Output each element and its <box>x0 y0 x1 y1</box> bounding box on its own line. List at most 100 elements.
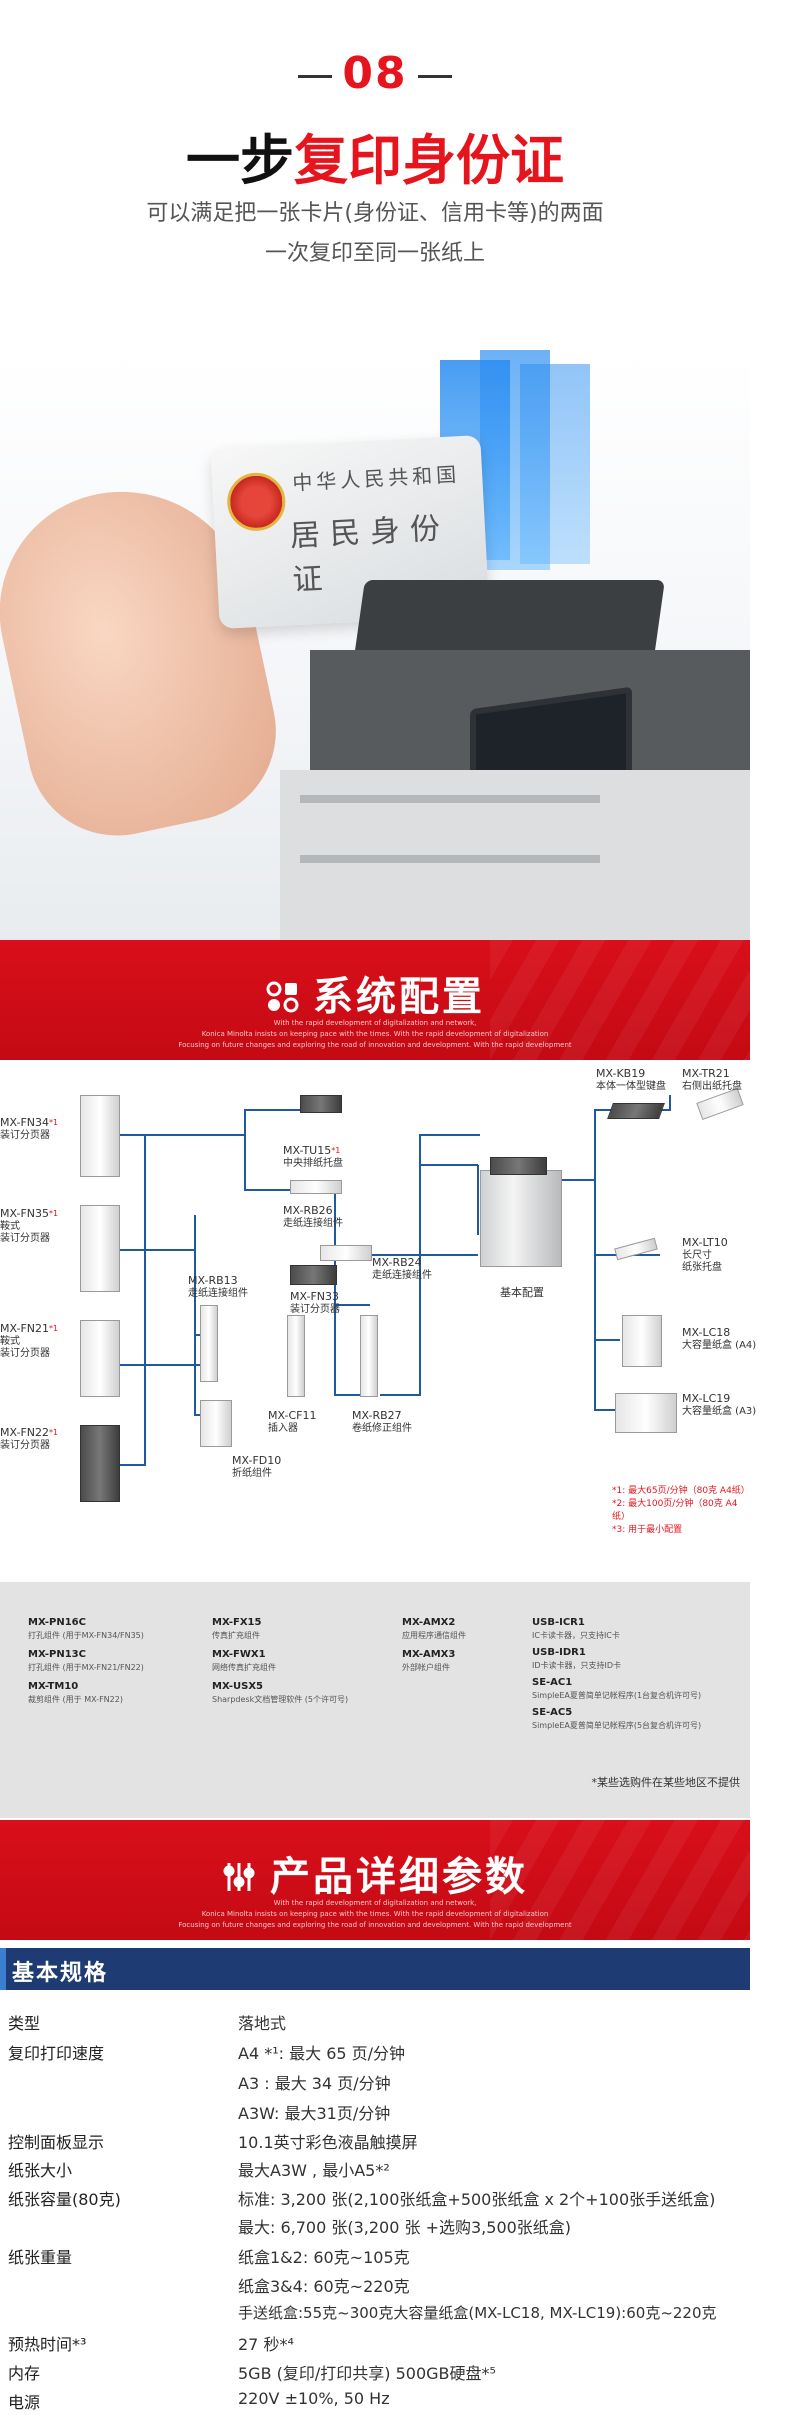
spec-label-memory: 内存 <box>8 2364 41 2383</box>
banner-title-row: 系统配置 <box>0 964 750 1022</box>
tray-lc19-image <box>615 1393 677 1433</box>
base-copier-image <box>480 1170 562 1267</box>
footnote: *2: 最大100页/分钟（80克 A4纸） <box>612 1499 738 1522</box>
spec-value: 220V ±10%, 50 Hz <box>238 2389 390 2408</box>
unit-rb27-image <box>360 1315 378 1397</box>
spec-value: 手送纸盒:55克~300克大容量纸盒(MX-LC18, MX-LC19):60克… <box>238 2304 717 2322</box>
finisher-fn22-image <box>80 1425 120 1502</box>
diagram-footnotes: *1: 最大65页/分钟（80克 A4纸） *2: 最大100页/分钟（80克 … <box>612 1485 750 1537</box>
copier-lid <box>355 580 665 650</box>
divider <box>417 74 452 78</box>
spec-label-paper-capacity: 纸张容量(80克) <box>8 2190 121 2209</box>
keyboard-kb19-image <box>607 1103 665 1119</box>
label-mx-fn21: MX-FN21*1 鞍式装订分页器 <box>0 1322 59 1360</box>
tray-lc18-image <box>622 1315 662 1367</box>
spec-header-title: 基本规格 <box>12 1961 109 1986</box>
finisher-fn35-image <box>80 1205 120 1292</box>
config-icon <box>266 981 299 1013</box>
configuration-diagram: MX-FN34*1 装订分页器 MX-FN35*1 鞍式装订分页器 MX-FN2… <box>0 1065 756 1570</box>
banner-subtitle-line: With the rapid development of digitaliza… <box>273 1019 477 1027</box>
label-base-config: 基本配置 <box>500 1286 544 1299</box>
spec-label-type: 类型 <box>8 2014 41 2033</box>
unit-rb13-image <box>200 1305 218 1382</box>
label-mx-tu15: MX-TU15*1 中央排纸托盘 <box>283 1144 343 1170</box>
spec-label-panel: 控制面板显示 <box>8 2133 105 2152</box>
finisher-fn33-image <box>290 1265 337 1285</box>
banner-subtitle-line: Konica Minolta insists on keeping pace w… <box>201 1030 549 1038</box>
sliders-icon <box>223 1863 255 1891</box>
spec-value: 落地式 <box>238 2014 287 2033</box>
banner-title-row: 产品详细参数 <box>0 1844 750 1902</box>
spec-value: 纸盒3&4: 60克~220克 <box>238 2277 410 2296</box>
banner-subtitle-line: With the rapid development of digitaliza… <box>273 1899 477 1907</box>
spec-value: 10.1英寸彩色液晶触摸屏 <box>238 2133 418 2152</box>
label-mx-fn22: MX-FN22*1 装订分页器 <box>0 1426 59 1452</box>
footnote: *1: 最大65页/分钟（80克 A4纸） <box>612 1486 750 1496</box>
inserter-cf11-image <box>287 1315 305 1397</box>
section-desc-line1: 可以满足把一张卡片(身份证、信用卡等)的两面 <box>146 201 604 226</box>
base-copier-scanner <box>490 1157 547 1175</box>
banner-decoration <box>490 1820 790 1940</box>
banner-subtitle: With the rapid development of digitaliza… <box>0 1898 750 1931</box>
spec-value: 纸盒1&2: 60克~105克 <box>238 2248 410 2267</box>
product-spec-banner: 产品详细参数 With the rapid development of dig… <box>0 1820 790 1940</box>
section-description: 可以满足把一张卡片(身份证、信用卡等)的两面 一次复印至同一张纸上 <box>0 194 750 274</box>
folder-fd10-image <box>200 1400 232 1447</box>
banner-subtitle: With the rapid development of digitaliza… <box>0 1018 750 1051</box>
section-title-black: 一步 <box>186 129 294 192</box>
copier-illustration <box>270 580 750 940</box>
spec-value: A3 : 最大 34 页/分钟 <box>238 2074 391 2093</box>
spec-label-warmup: 预热时间*³ <box>8 2335 87 2354</box>
card-text-line1: 中华人民共和国 <box>291 462 461 495</box>
spec-value: A3W: 最大31页/分钟 <box>238 2104 391 2123</box>
section-number: 08 <box>0 48 750 99</box>
spec-section-header: 基本规格 <box>0 1948 750 1990</box>
banner-subtitle-line: Focusing on future changes and exploring… <box>178 1041 572 1049</box>
finisher-fn34-image <box>80 1095 120 1177</box>
spec-label-speed: 复印打印速度 <box>8 2044 105 2063</box>
section-desc-line2: 一次复印至同一张纸上 <box>264 241 485 266</box>
divider <box>298 74 333 78</box>
spec-label-paper-size: 纸张大小 <box>8 2161 73 2180</box>
hero-image: 中华人民共和国 居民身份证 <box>0 350 750 940</box>
unit-rb26-image <box>290 1180 342 1194</box>
spec-label-paper-weight: 纸张重量 <box>8 2248 73 2267</box>
copier-drawer-line <box>300 795 600 803</box>
banner-title: 系统配置 <box>313 974 485 1020</box>
tray-tu15-image <box>300 1095 342 1113</box>
banner-title: 产品详细参数 <box>270 1854 528 1900</box>
footnote: *3: 用于最小配置 <box>612 1525 683 1535</box>
spec-value: A4 *¹: 最大 65 页/分钟 <box>238 2044 406 2063</box>
section-number-text: 08 <box>342 48 408 99</box>
section-title: 一步复印身份证 <box>0 116 750 195</box>
blue-light-panel <box>520 364 590 564</box>
national-emblem-icon <box>225 471 287 533</box>
banner-subtitle-line: Focusing on future changes and exploring… <box>178 1921 572 1929</box>
label-mx-fn35: MX-FN35*1 鞍式装订分页器 <box>0 1207 59 1245</box>
copier-drawer-line <box>300 855 600 863</box>
section-title-red: 复印身份证 <box>294 129 564 192</box>
